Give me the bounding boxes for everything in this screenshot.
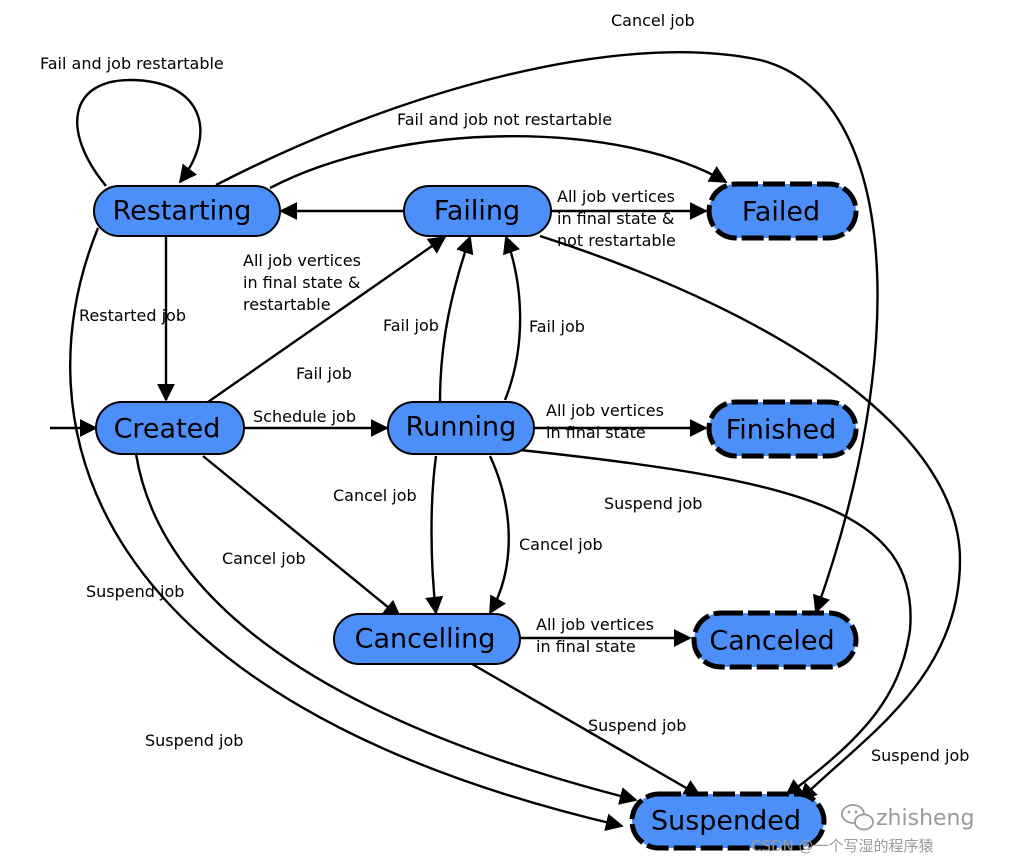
label-failing-failed-3: not restartable	[557, 231, 676, 250]
state-failing-label: Failing	[434, 196, 520, 227]
state-created-label: Created	[114, 414, 221, 445]
label-cancelling-suspend: Suspend job	[588, 716, 686, 735]
state-finished: Finished	[706, 399, 859, 459]
edge-running-cancelling-right	[488, 455, 510, 615]
state-failed-label: Failed	[742, 197, 820, 228]
state-running-label: Running	[406, 412, 517, 443]
state-restarting-label: Restarting	[113, 196, 252, 227]
wechat-icon	[841, 804, 874, 831]
state-restarting: Restarting	[93, 185, 281, 237]
label-created-suspend: Suspend job	[86, 582, 184, 601]
edge-running-failing-right	[502, 235, 522, 401]
label-failing-failed-1: All job vertices	[557, 187, 675, 206]
label-created-cancel: Cancel job	[222, 549, 306, 568]
edge-created-cancelling	[202, 455, 402, 619]
label-failing-restarting-2: in final state &	[243, 273, 360, 292]
edge-running-cancelling-left	[425, 455, 444, 615]
label-restarting-suspend: Suspend job	[145, 731, 243, 750]
label-failing-restarting-3: restartable	[243, 295, 331, 314]
state-cancelling-label: Cancelling	[355, 624, 496, 655]
edge-created-suspended	[134, 453, 638, 805]
state-canceled: Canceled	[691, 610, 859, 670]
edges	[50, 51, 962, 832]
label-running-suspend: Suspend job	[604, 494, 702, 513]
watermark-name: zhisheng	[876, 806, 974, 831]
state-canceled-label: Canceled	[709, 626, 834, 657]
label-running-cancel-1: Cancel job	[333, 486, 417, 505]
label-running-cancel-2: Cancel job	[519, 535, 603, 554]
label-cancel-restarting: Cancel job	[611, 11, 695, 30]
edge-restarting-suspended	[69, 227, 624, 832]
label-restarted: Restarted job	[79, 306, 186, 325]
edge-running-failing-left	[438, 235, 474, 403]
label-running-finished-2: in final state	[546, 423, 646, 442]
state-failed: Failed	[706, 181, 859, 241]
edge-restart-loop	[76, 78, 202, 187]
label-running-failing-1: Fail job	[383, 316, 439, 335]
state-cancelling: Cancelling	[333, 613, 521, 665]
label-schedule: Schedule job	[253, 407, 356, 426]
edge-running-suspended	[519, 448, 912, 798]
label-failing-failed-2: in final state &	[557, 209, 674, 228]
label-failing-restarting-1: All job vertices	[243, 251, 361, 270]
watermark-caption: CSDN @一个写湿的程序猿	[751, 837, 934, 855]
label-running-finished-1: All job vertices	[546, 401, 664, 420]
label-failing-suspend: Suspend job	[871, 746, 969, 765]
state-finished-label: Finished	[726, 415, 837, 446]
edge-created-failing	[207, 235, 447, 403]
label-cancelling-canceled-2: in final state	[536, 637, 636, 656]
watermark: zhisheng CSDN @一个写湿的程序猿	[751, 804, 974, 855]
edge-failing-suspended	[539, 234, 962, 802]
edge-labels: Fail and job restartable Cancel job Fail…	[40, 11, 969, 765]
state-suspended-label: Suspended	[651, 806, 801, 837]
label-created-failing: Fail job	[296, 364, 352, 383]
state-running: Running	[387, 401, 535, 455]
edge-restarting-canceled	[215, 51, 879, 614]
label-cancelling-canceled-1: All job vertices	[536, 615, 654, 634]
edge-restarting-failed	[269, 135, 728, 190]
label-running-failing-2: Fail job	[529, 317, 585, 336]
state-created: Created	[95, 401, 245, 455]
state-suspended: Suspended	[629, 791, 827, 851]
state-failing: Failing	[403, 185, 552, 237]
label-restart-loop: Fail and job restartable	[40, 54, 224, 73]
edge-cancelling-suspended	[471, 662, 702, 798]
label-fail-not-restartable: Fail and job not restartable	[397, 110, 612, 129]
